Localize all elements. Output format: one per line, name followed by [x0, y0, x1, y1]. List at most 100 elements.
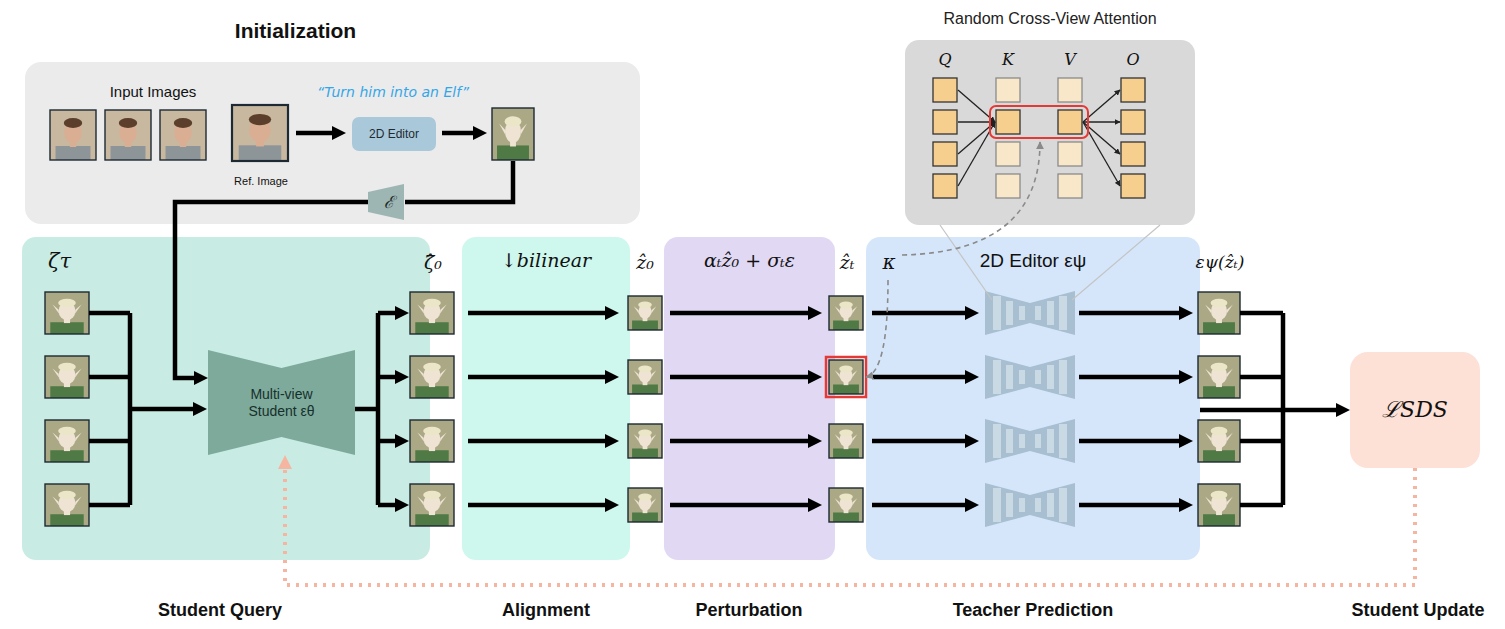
face-photo: [1198, 420, 1240, 462]
label-holder: Input Images: [110, 83, 197, 101]
unet-symbol: [985, 419, 1075, 463]
label-holder: εψ(ẑₜ): [1196, 252, 1245, 272]
stage-name: Teacher Prediction: [953, 600, 1114, 620]
flow-arrow: [175, 202, 368, 378]
flow-arrow: [378, 439, 401, 444]
face-photo: [628, 360, 662, 394]
photo-shirt: [50, 514, 83, 526]
photo-ear: [75, 433, 82, 442]
photo-ear: [1205, 369, 1211, 378]
unet-layer: [1059, 360, 1067, 394]
photo-shirt: [632, 320, 658, 330]
photo-hair: [58, 299, 76, 307]
label-holder: “Turn him into an Elf”: [317, 83, 469, 101]
photo-ear: [1205, 305, 1211, 314]
unet-layer: [1019, 498, 1025, 512]
photo-shirt: [415, 514, 448, 526]
math-formula: αₜẑ₀ + σₜε: [704, 249, 795, 272]
photo-frame: [1198, 484, 1240, 526]
label-holder: ζ̂₀: [424, 251, 442, 274]
photo-ground: [829, 424, 863, 458]
photo-ground: [1198, 420, 1240, 462]
flow-arrow: [468, 439, 611, 444]
encoder-block: ℰ: [368, 184, 404, 220]
photo-frame: [829, 360, 863, 394]
flow-arrow: [872, 375, 971, 380]
token-square: [996, 142, 1020, 166]
unet-layer: [1047, 301, 1054, 325]
flow-arrow: [468, 503, 611, 508]
split-line: [376, 313, 381, 505]
unet-layer: [1019, 434, 1025, 448]
photo-frame: [1198, 292, 1240, 334]
unet-layer: [1006, 365, 1013, 389]
flow-arrow: [1079, 439, 1185, 444]
face-photo: [829, 296, 863, 330]
face-photo: [45, 356, 89, 398]
photo-shirt: [1203, 322, 1235, 334]
flow-line: [89, 375, 130, 380]
photo-hair: [423, 491, 441, 499]
math-symbol: ẑₜ: [840, 251, 855, 273]
token-square: [1058, 110, 1082, 134]
token-square: [1058, 174, 1082, 198]
photo-shirt: [833, 512, 859, 522]
photo-hair: [638, 365, 652, 372]
photo-ground: [628, 360, 662, 394]
unet-layer: [1035, 498, 1041, 512]
flow-arrow: [670, 439, 814, 444]
photo-frame: [628, 488, 662, 522]
encoder-symbol: ℰ: [384, 192, 394, 212]
token-square: [933, 174, 957, 198]
photo-hair: [638, 301, 652, 308]
photo-shirt: [111, 146, 146, 160]
photo-ear: [651, 306, 656, 313]
stage-band: αₜẑ₀ + σₜε: [664, 237, 835, 560]
photo-hair: [1211, 299, 1228, 307]
flow-line: [405, 161, 513, 202]
photo-ground: [829, 360, 863, 394]
flow-arrow: [468, 311, 611, 316]
flow-arrow: [442, 131, 479, 136]
face-photo: [232, 105, 288, 161]
face-photo: [829, 488, 863, 522]
photo-hair: [423, 427, 441, 435]
merge-line: [1240, 311, 1283, 316]
unet-symbol: [985, 483, 1075, 527]
unet-layer: [1047, 493, 1054, 517]
zoom-line: [1072, 225, 1160, 300]
math-formula: ↓bilinear: [501, 249, 591, 272]
face-photo: [1198, 484, 1240, 526]
update-arrow: [285, 463, 1415, 585]
flow-arrow: [378, 375, 401, 380]
photo-hair: [638, 429, 652, 436]
matrix-name: K: [1002, 50, 1014, 69]
face-photo: [50, 110, 96, 160]
flow-line: [355, 407, 378, 412]
token-square: [1121, 110, 1145, 134]
photo-hair: [1211, 427, 1228, 435]
photo-ear: [1227, 433, 1233, 442]
token-square: [1121, 142, 1145, 166]
photo-ground: [829, 488, 863, 522]
photo-ear: [1205, 433, 1211, 442]
photo-ear: [634, 306, 639, 313]
flow-arrow: [378, 311, 401, 316]
photo-ear: [52, 497, 59, 506]
photo-shirt: [415, 386, 448, 398]
unet-layer: [1035, 370, 1041, 384]
panel-heading: Random Cross-View Attention: [943, 9, 1156, 28]
photo-ground: [829, 296, 863, 330]
merge-line: [1240, 375, 1283, 380]
photo-ear: [852, 434, 857, 441]
photo-ear: [75, 369, 82, 378]
token-square: [933, 110, 957, 134]
math-symbol: ẑ₀: [636, 251, 654, 273]
label-holder: Q: [938, 50, 951, 69]
unet-outline: [985, 419, 1075, 463]
face-photo: [410, 292, 454, 334]
photo-ground: [50, 110, 96, 160]
face-photo: [160, 110, 206, 160]
label-holder: Student Query: [158, 600, 282, 622]
